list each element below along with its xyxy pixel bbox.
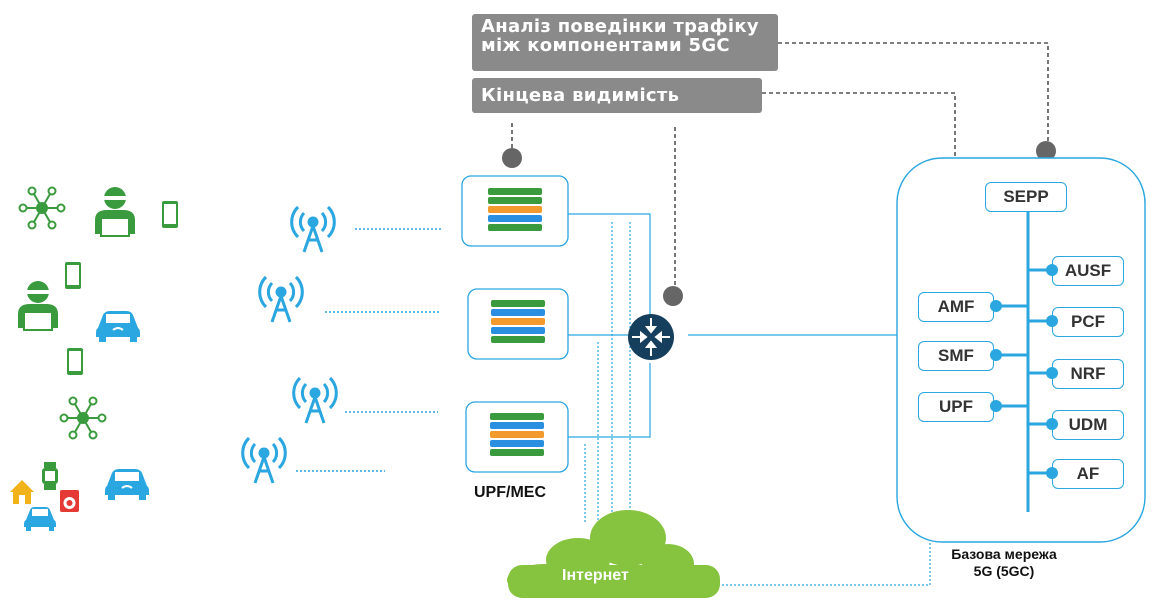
end-visibility-label: Кінцева видимість	[472, 78, 762, 113]
cell-tower-icon	[292, 376, 338, 424]
nf-smf: SMF	[918, 341, 994, 371]
smartwatch-icon	[42, 462, 58, 490]
cell-tower-icon	[241, 436, 287, 484]
smart-home-icon	[10, 480, 34, 504]
nf-nrf: NRF	[1052, 359, 1124, 389]
iot-hub-icon	[18, 186, 66, 230]
connected-car-icon	[105, 469, 149, 500]
upf-server-1	[461, 175, 569, 247]
upf-mec-label: UPF/MEC	[474, 484, 546, 501]
nf-af: AF	[1052, 459, 1124, 489]
cell-towers	[241, 205, 338, 484]
user-laptop-icon	[18, 281, 58, 331]
cell-tower-icon	[290, 205, 336, 253]
router-icon	[628, 314, 674, 360]
nf-sepp: SEPP	[985, 182, 1067, 212]
smartphone-icon	[65, 262, 81, 289]
nf-upf: UPF	[918, 392, 994, 422]
connector-traffic-to-core	[778, 42, 1049, 146]
tap-point-core-top	[1036, 141, 1056, 161]
backhaul-links	[568, 213, 908, 438]
iot-hub-icon	[59, 396, 107, 440]
cell-tower-icon	[258, 275, 304, 323]
smartphone-icon	[67, 348, 83, 375]
tap-point-upf	[502, 148, 522, 168]
connected-car-icon	[96, 311, 140, 342]
internet-cloud	[507, 510, 720, 598]
traffic-analysis-label: Аналіз поведінки трафіку між компонентам…	[472, 14, 778, 71]
nf-udm: UDM	[1052, 410, 1124, 440]
upf-server-2	[467, 288, 569, 360]
upf-server-3	[465, 401, 569, 473]
internet-label: Інтернет	[562, 567, 629, 584]
core-network-container	[896, 157, 1146, 543]
smartphone-icon	[162, 201, 178, 228]
radio-links	[296, 228, 442, 472]
nf-amf: AMF	[918, 292, 994, 322]
nf-ausf: AUSF	[1052, 256, 1124, 286]
nf-pcf: PCF	[1052, 307, 1124, 337]
user-laptop-icon	[95, 187, 135, 237]
washing-machine-icon	[60, 490, 79, 512]
core-network-label: Базова мережа 5G (5GC)	[951, 546, 1057, 579]
tap-point-router	[663, 286, 683, 306]
connected-car-icon	[24, 507, 56, 531]
